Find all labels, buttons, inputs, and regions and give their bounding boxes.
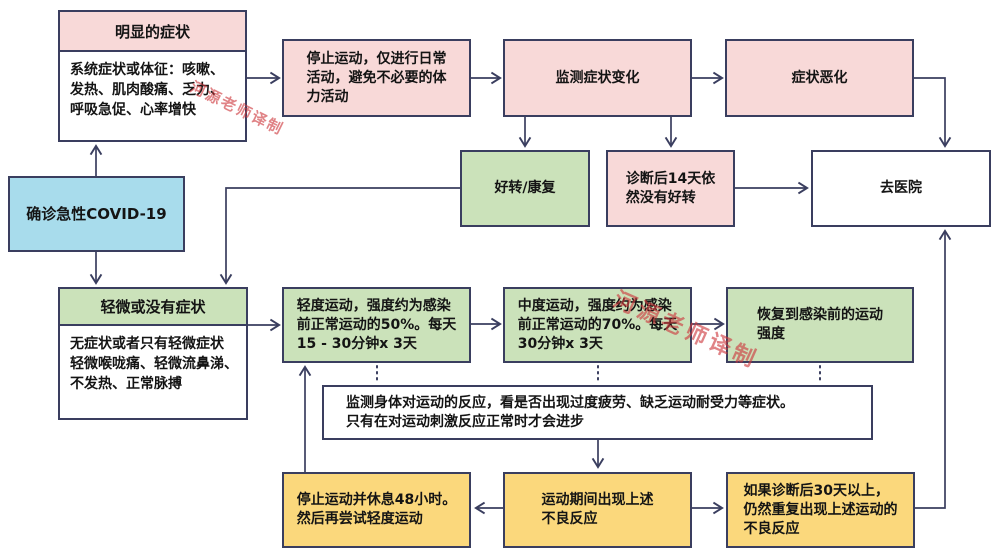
node-monitor-symptoms: 监测症状变化 — [503, 39, 692, 117]
node-no-improve-14d: 诊断后14天依 然没有好转 — [606, 150, 735, 227]
node-mild-symptoms: 轻微或没有症状 无症状或者只有轻微症状 轻微喉咙痛、轻微流鼻涕、 不发热、正常脉… — [58, 287, 248, 420]
node-symptoms-worsen: 症状恶化 — [725, 39, 914, 117]
node-monitor-body-reaction: 监测身体对运动的反应，看是否出现过度疲劳、缺乏运动耐受力等症状。 只有在对运动刺… — [322, 385, 873, 440]
no-improve-14d-label: 诊断后14天依 然没有好转 — [625, 170, 716, 206]
node-recover: 好转/康复 — [460, 150, 590, 227]
stop-rest-48h-label: 停止运动并休息48小时。 然后再尝试轻度运动 — [296, 492, 457, 527]
arrow-repeat-to-hospital — [915, 229, 952, 509]
node-mild-symptoms-body: 无症状或者只有轻微症状 轻微喉咙痛、轻微流鼻涕、 不发热、正常脉搏 — [70, 336, 238, 392]
repeat-adverse-30d-label: 如果诊断后30天以上， 仍然重复出现上述运动的 不良反应 — [743, 482, 898, 537]
node-obvious-symptoms-body: 系统症状或体征：咳嗽、 发热、肌肉酸痛、乏力、 呼吸急促、心率增快 — [70, 62, 224, 118]
monitor-symptoms-label: 监测症状变化 — [555, 69, 640, 86]
obvious-symptoms-title: 明显的症状 — [114, 22, 190, 41]
node-stop-rest-48h: 停止运动并休息48小时。 然后再尝试轻度运动 — [282, 472, 471, 548]
go-hospital-label: 去医院 — [880, 180, 922, 196]
node-obvious-symptoms: 明显的症状 系统症状或体征：咳嗽、 发热、肌肉酸痛、乏力、 呼吸急促、心率增快 — [58, 10, 247, 142]
node-adverse-reaction: 运动期间出现上述 不良反应 — [503, 472, 692, 548]
node-mild-symptoms-header: 轻微或没有症状 — [60, 289, 246, 326]
stop-exercise-label: 停止运动，仅进行日常 活动，避免不必要的体 力活动 — [306, 50, 447, 105]
light-exercise-label: 轻度运动，强度约为感染 前正常运动的50%。每天 15 - 30分钟x 3天 — [296, 297, 457, 352]
node-confirmed-covid: 确诊急性COVID-19 — [8, 176, 185, 252]
node-go-hospital: 去医院 — [811, 150, 991, 227]
node-repeat-adverse-30d: 如果诊断后30天以上， 仍然重复出现上述运动的 不良反应 — [726, 472, 915, 548]
symptoms-worsen-label: 症状恶化 — [791, 69, 848, 86]
adverse-reaction-label: 运动期间出现上述 不良反应 — [541, 492, 654, 527]
node-obvious-symptoms-header: 明显的症状 — [60, 12, 245, 52]
confirmed-covid-label: 确诊急性COVID-19 — [26, 204, 167, 223]
restore-intensity-label: 恢复到感染前的运动 强度 — [757, 307, 883, 342]
arrow-worsen-to-hospital — [914, 77, 952, 148]
node-restore-intensity: 恢复到感染前的运动 强度 — [726, 287, 914, 363]
mild-symptoms-title: 轻微或没有症状 — [100, 298, 206, 316]
node-stop-exercise: 停止运动，仅进行日常 活动，避免不必要的体 力活动 — [282, 39, 471, 117]
moderate-exercise-label: 中度运动，强度约为感染 前正常运动的70%。每天 30分钟x 3天 — [517, 297, 678, 352]
monitor-body-reaction-label: 监测身体对运动的反应，看是否出现过度疲劳、缺乏运动耐受力等症状。 只有在对运动刺… — [346, 394, 794, 430]
recover-label: 好转/康复 — [494, 180, 556, 196]
node-light-exercise: 轻度运动，强度约为感染 前正常运动的50%。每天 15 - 30分钟x 3天 — [282, 287, 471, 363]
arrow-recover-to-mild — [219, 187, 460, 285]
node-moderate-exercise: 中度运动，强度约为感染 前正常运动的70%。每天 30分钟x 3天 — [503, 287, 692, 363]
